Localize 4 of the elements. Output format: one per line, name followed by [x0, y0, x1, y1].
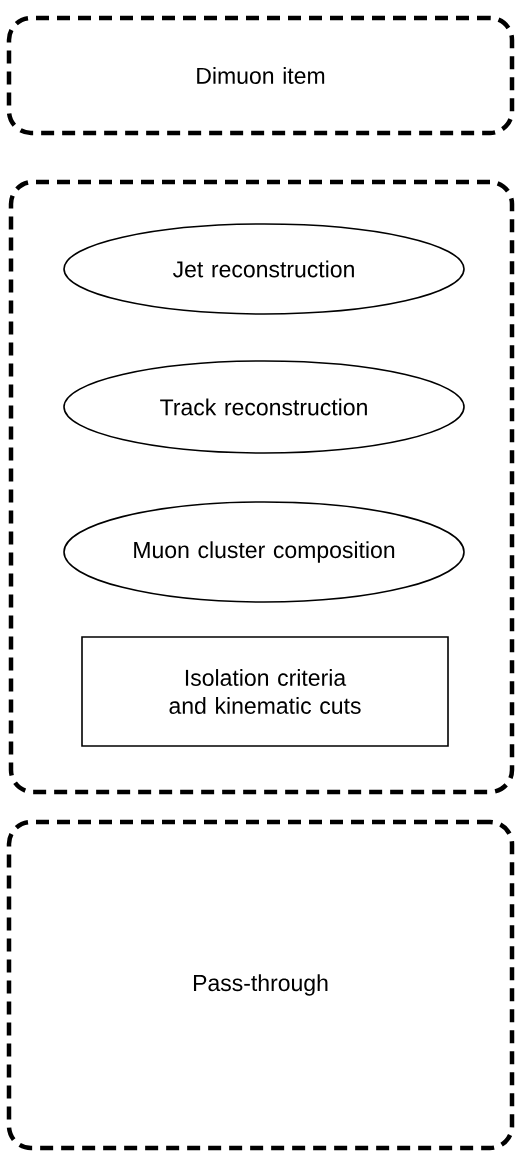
dashed-group-box: Dimuon item — [6, 15, 515, 136]
process-box: Isolation criteria and kinematic cuts — [81, 636, 449, 747]
dashed-group-box: Pass-through — [6, 819, 515, 1151]
dashed-group-box — [8, 179, 515, 795]
